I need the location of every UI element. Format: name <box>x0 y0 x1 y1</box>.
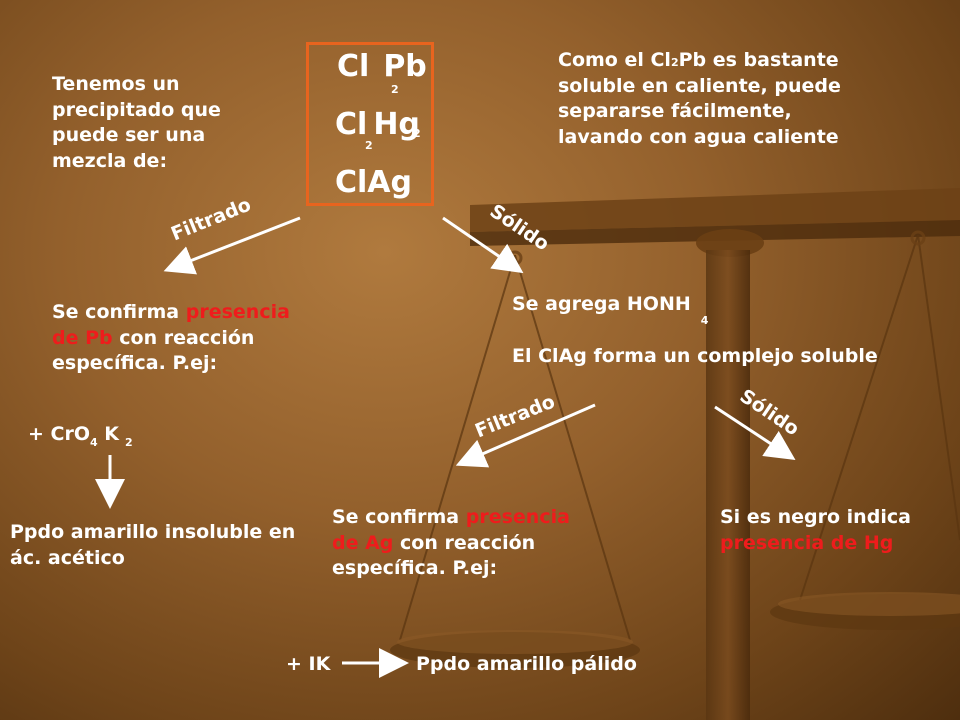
arrow-solido-2 <box>714 405 796 460</box>
arrow-filtrado-2 <box>455 403 596 468</box>
ag-result-text: Ppdo amarillo pálido <box>416 653 637 675</box>
hg-text: Si es negro indica <box>720 506 911 528</box>
confirm-text: con reacción específica. P.ej: <box>52 326 255 375</box>
formula-agcl: ClAg <box>335 165 412 200</box>
ag-confirmation-text: Se confirma presencia de Ag con reacción… <box>332 505 582 582</box>
reagent-subscript: 2 <box>125 436 133 449</box>
complex-text: El ClAg forma un complejo soluble <box>512 345 878 367</box>
formula-subscript: 2 <box>365 139 373 152</box>
confirm-text: Se confirma <box>52 301 180 323</box>
confirm-highlight: presencia de Pb <box>52 301 290 349</box>
add-text: Se agrega HONH <box>512 293 691 315</box>
formula-element: Cl <box>335 107 368 142</box>
reagent-text: K <box>97 423 120 445</box>
arrow-filtrado <box>163 216 301 275</box>
formula-element: Pb <box>383 49 427 84</box>
formula-element: Cl <box>337 49 370 84</box>
reagent-subscript: 4 <box>90 436 98 449</box>
pb-confirmation-text: Se confirma presencia de Pb con reacción… <box>52 300 302 377</box>
hg-indication-text: Si es negro indica presencia de Hg <box>720 505 955 556</box>
hg-highlight: presencia de Hg <box>720 531 894 554</box>
reagent-ik: + IK <box>286 653 331 675</box>
formula-element: Hg <box>373 107 420 142</box>
solubility-note: Como el Cl2Pb es bastante soluble en cal… <box>558 48 858 151</box>
add-reagent-text: Se agrega HONH 4 <box>512 292 708 329</box>
note-text: Como el Cl <box>558 49 671 71</box>
arrow-solido <box>442 216 524 274</box>
add-subscript: 4 <box>700 314 709 327</box>
note-text: Pb es bastante soluble en caliente, pued… <box>558 49 841 148</box>
confirm-highlight: presencia de Ag <box>332 506 570 554</box>
confirm-text: Se confirma <box>332 506 460 528</box>
intro-text: Tenemos un precipitado que puede ser una… <box>52 73 221 172</box>
reagent-text: + CrO <box>28 423 91 445</box>
formula-subscript: 2 <box>413 127 421 140</box>
note-subscript: 2 <box>670 56 679 69</box>
pb-result-text: Ppdo amarillo insoluble en ác. acético <box>10 521 296 569</box>
confirm-text: con reacción específica. P.ej: <box>332 531 536 580</box>
formula-subscript: 2 <box>391 83 399 96</box>
